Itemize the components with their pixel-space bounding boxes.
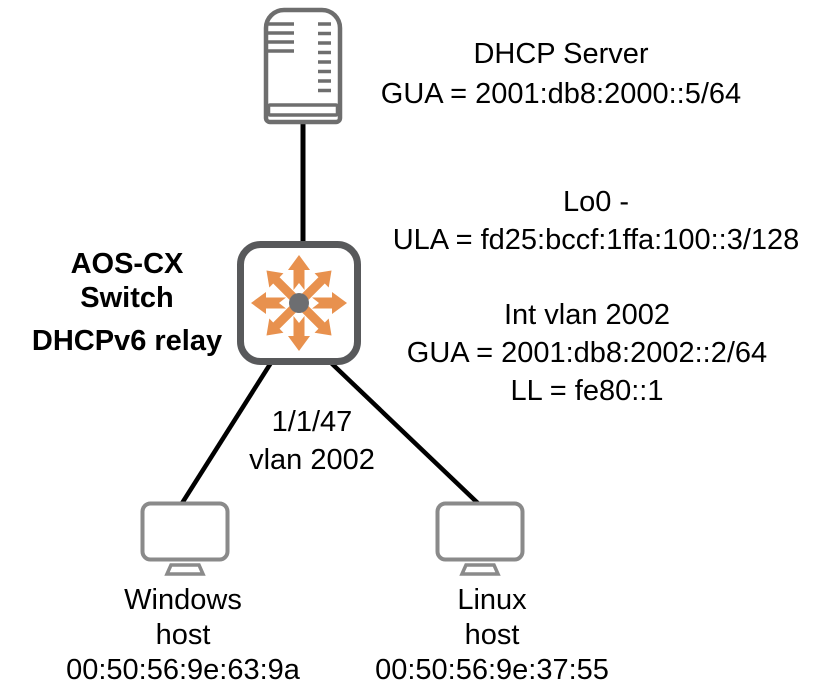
loopback-label: Lo0 - ULA = fd25:bccf:1ffa:100::3/128 (371, 183, 821, 259)
windows-host-label: Windows host 00:50:56:9e:63:9a (43, 583, 323, 688)
linux-host-name1: Linux (457, 584, 527, 616)
dhcp-server-title: DHCP Server (473, 38, 649, 70)
linux-host-label: Linux host 00:50:56:9e:37:55 (352, 583, 632, 688)
switch-name-line2: Switch (80, 282, 174, 314)
switch-role: DHCPv6 relay (31, 325, 223, 357)
int-vlan-label: Int vlan 2002 GUA = 2001:db8:2002::2/64 … (367, 296, 807, 410)
windows-host-name1: Windows (124, 584, 242, 616)
monitor-screen (435, 501, 525, 562)
switch-icon (237, 241, 361, 365)
server-vent-dashes (318, 22, 331, 93)
dhcp-server-gua: GUA = 2001:db8:2000::5/64 (380, 78, 742, 110)
port-number: 1/1/47 (271, 406, 353, 438)
int-vlan-name: Int vlan 2002 (503, 299, 671, 331)
int-vlan-ll: LL = fe80::1 (510, 375, 664, 407)
int-vlan-gua: GUA = 2001:db8:2002::2/64 (406, 337, 768, 369)
monitor-stand (164, 563, 206, 576)
loopback-ula: ULA = fd25:bccf:1ffa:100::3/128 (392, 224, 800, 256)
switch-arrows-icon (251, 255, 347, 351)
linux-host-mac: 00:50:56:9e:37:55 (375, 654, 609, 686)
dhcp-server-label: DHCP Server GUA = 2001:db8:2000::5/64 (361, 34, 761, 114)
switch-label: AOS-CX Switch DHCPv6 relay (7, 247, 247, 358)
monitor-screen (140, 501, 230, 562)
link-switch-linux (325, 357, 486, 511)
monitor-stand (459, 563, 501, 576)
port-vlan: vlan 2002 (249, 444, 375, 476)
switch-hub-dot (289, 293, 309, 313)
server-bottom-band (266, 103, 340, 117)
link-switch-windows (177, 356, 276, 510)
windows-host-name2: host (155, 619, 211, 651)
server-icon (263, 7, 343, 125)
server-left-slots (266, 22, 294, 53)
port-label: 1/1/47 vlan 2002 (232, 403, 392, 479)
monitor-icon-linux (435, 501, 525, 576)
linux-host-name2: host (464, 619, 520, 651)
server-body (263, 7, 343, 125)
windows-host-mac: 00:50:56:9e:63:9a (66, 654, 300, 686)
switch-name-line1: AOS-CX (70, 248, 184, 280)
loopback-name: Lo0 - (562, 186, 630, 218)
monitor-icon-windows (140, 501, 230, 576)
